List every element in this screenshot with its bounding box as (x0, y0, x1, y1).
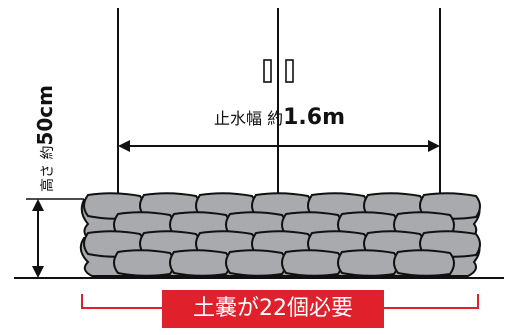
height-arrow-bottom (32, 266, 44, 278)
height-arrow-top (32, 199, 44, 211)
width-value: 1.6m (283, 105, 345, 130)
height-prefix: 高さ 約 (40, 145, 56, 192)
sandbag (225, 249, 287, 277)
height-value: 50cm (33, 85, 57, 146)
sandbag-stack (79, 192, 481, 277)
width-prefix: 止水幅 約 (214, 109, 284, 128)
sandbag (113, 249, 175, 277)
door-handle-left (263, 59, 272, 83)
width-label: 止水幅 約1.6m (214, 105, 345, 130)
sandbag (169, 249, 231, 277)
result-bracket (81, 294, 479, 309)
width-arrow-right (428, 140, 440, 152)
width-arrow-left (118, 140, 130, 152)
door-handle-right (285, 59, 294, 83)
height-label: 高さ 約50cm (33, 85, 57, 192)
sandbag (393, 249, 455, 277)
sandbag (281, 249, 343, 277)
result-label: 土嚢が22個必要 (162, 290, 384, 328)
sandbag (337, 249, 399, 277)
